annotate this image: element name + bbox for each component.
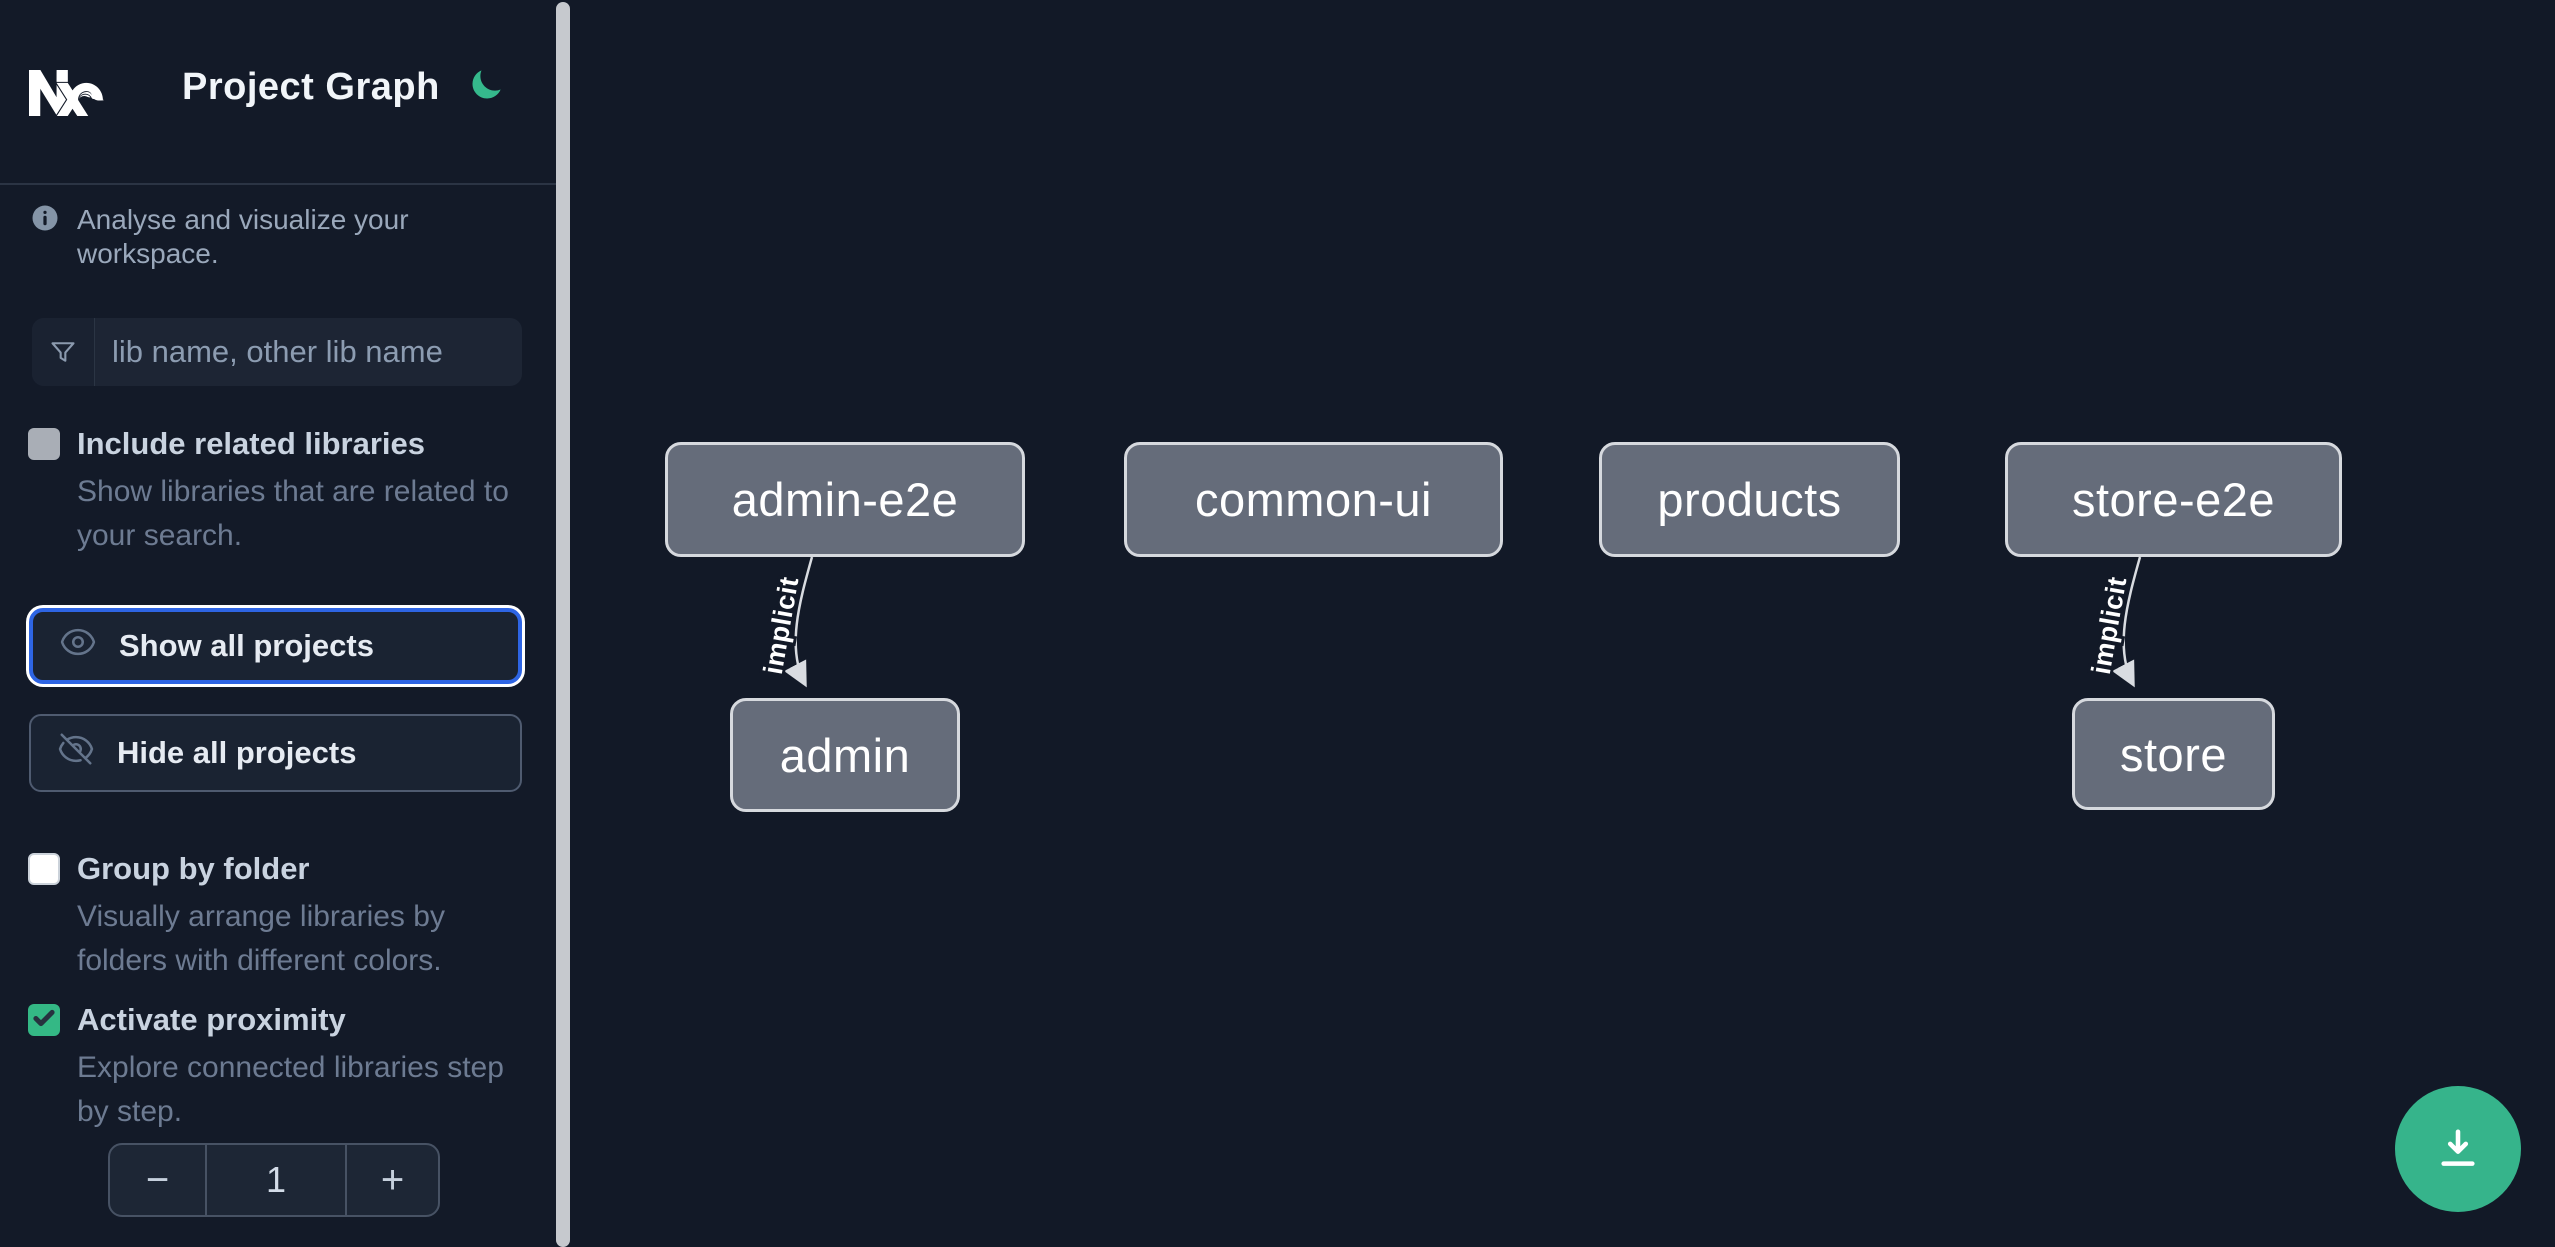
checkmark-icon xyxy=(31,1005,57,1036)
include-related-description: Show libraries that are related to your … xyxy=(77,475,509,552)
filter-input[interactable] xyxy=(95,318,522,386)
workspace-info: Analyse and visualize your workspace. xyxy=(30,203,530,271)
page-title: Project Graph xyxy=(182,66,440,108)
moon-icon xyxy=(468,69,504,106)
sidebar-header: Project Graph xyxy=(0,0,570,185)
graph-node-store[interactable]: store xyxy=(2072,698,2275,810)
group-by-folder-label: Group by folder xyxy=(77,851,310,886)
hide-all-projects-label: Hide all projects xyxy=(117,735,357,770)
group-by-folder-row: Group by folder Visually arrange librari… xyxy=(28,851,514,983)
decrement-button[interactable]: − xyxy=(110,1145,207,1215)
group-by-folder-description: Visually arrange libraries by folders wi… xyxy=(77,900,445,977)
hide-all-projects-button[interactable]: Hide all projects xyxy=(29,714,522,792)
nx-logo-icon xyxy=(28,56,105,135)
graph-node-products[interactable]: products xyxy=(1599,442,1900,557)
graph-node-store-e2e[interactable]: store-e2e xyxy=(2005,442,2342,557)
filter-input-group xyxy=(32,318,522,386)
show-all-projects-button[interactable]: Show all projects xyxy=(29,608,522,684)
graph-edge-store-e2e-store[interactable] xyxy=(2112,556,2142,688)
download-icon xyxy=(2432,1122,2484,1177)
sidebar: Project Graph Analyse and visualize your… xyxy=(0,0,570,1247)
increment-button[interactable]: + xyxy=(345,1145,438,1215)
eye-slash-icon xyxy=(57,730,95,776)
theme-toggle-button[interactable] xyxy=(464,64,508,108)
activate-proximity-description: Explore connected libraries step by step… xyxy=(77,1051,504,1128)
graph-node-common-ui[interactable]: common-ui xyxy=(1124,442,1503,557)
funnel-icon xyxy=(32,318,95,386)
proximity-depth-stepper: − 1 + xyxy=(108,1143,440,1217)
graph-node-admin-e2e[interactable]: admin-e2e xyxy=(665,442,1025,557)
group-by-folder-checkbox[interactable] xyxy=(28,853,60,885)
info-icon xyxy=(30,203,60,238)
activate-proximity-checkbox[interactable] xyxy=(28,1004,60,1036)
include-related-label: Include related libraries xyxy=(77,426,426,461)
include-related-checkbox[interactable] xyxy=(28,428,60,460)
graph-node-admin[interactable]: admin xyxy=(730,698,960,812)
activate-proximity-label: Activate proximity xyxy=(77,1002,346,1037)
graph-edge-admin-e2e-admin[interactable] xyxy=(784,556,814,688)
sidebar-scrollbar[interactable] xyxy=(556,2,570,1247)
show-all-projects-label: Show all projects xyxy=(119,628,374,663)
activate-proximity-row: Activate proximity Explore connected lib… xyxy=(28,1002,514,1134)
save-image-button[interactable] xyxy=(2395,1086,2521,1212)
stepper-value: 1 xyxy=(265,1159,287,1200)
include-related-row: Include related libraries Show libraries… xyxy=(28,426,514,558)
info-text: Analyse and visualize your workspace. xyxy=(77,204,409,269)
eye-icon xyxy=(59,623,97,669)
